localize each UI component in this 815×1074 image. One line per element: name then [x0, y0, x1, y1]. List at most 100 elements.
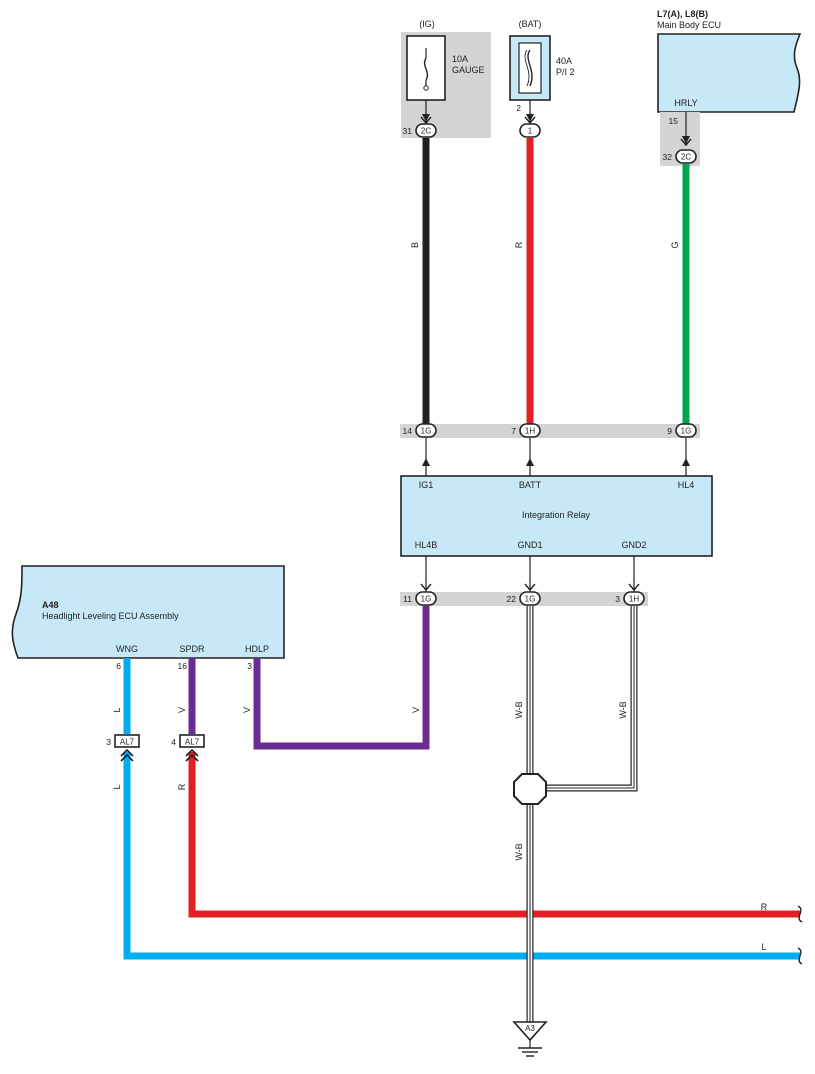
connector-id: 1H	[525, 427, 535, 436]
connector-relay-hl4: 1G 9	[667, 423, 697, 438]
headlight-ecu-box	[11, 565, 285, 659]
main-body-ecu: L7(A), L8(B) Main Body ECU HRLY 15	[657, 9, 802, 166]
main-body-ecu-name: Main Body ECU	[657, 20, 721, 30]
wire-color-ig: B	[410, 242, 420, 248]
wire-color-spdr-lower: R	[177, 783, 187, 790]
ground-point: A3	[512, 1021, 548, 1057]
relay-terminal-hl4b: HL4B	[415, 540, 438, 550]
arrow-down-icon	[526, 114, 534, 122]
connector-pin: 32	[663, 152, 673, 162]
connector-relay-hl4b: 1G 11	[403, 583, 437, 606]
arrow-down-icon	[524, 583, 536, 592]
headlight-ecu-pin-hdlp: 3	[247, 661, 252, 671]
wire-break-icon	[797, 905, 803, 923]
wire-break-icon	[797, 947, 803, 965]
headlight-ecu-ref: A48	[42, 600, 59, 610]
headlight-leveling-ecu: A48 Headlight Leveling ECU Assembly WNG …	[11, 565, 285, 671]
arrow-up-icon	[526, 458, 534, 466]
connector-pin: 4	[171, 737, 176, 747]
arrow-down-icon	[420, 583, 432, 592]
main-body-ecu-box	[657, 33, 802, 113]
connector-id: 1H	[629, 595, 639, 604]
connector-id: AL7	[120, 738, 135, 747]
relay-name: Integration Relay	[522, 510, 591, 520]
arrow-up-icon	[682, 458, 690, 466]
connector-id: 1G	[525, 595, 536, 604]
wire-r-spdr-lower	[188, 752, 800, 918]
wire-color-wng-lower: L	[112, 784, 122, 789]
connector-bat-fuse: 1	[519, 114, 541, 138]
connector-id: 1G	[421, 595, 432, 604]
wire-color-out-l: L	[761, 942, 766, 952]
arrow-down-icon	[682, 136, 690, 144]
wire-color-hl4b: V	[411, 707, 421, 713]
connector-pin: 14	[403, 426, 413, 436]
wire-v-hdlp-hl4b	[253, 606, 430, 750]
connector-id: AL7	[185, 738, 200, 747]
wire-color-out-r: R	[761, 902, 768, 912]
relay-terminal-gnd1: GND1	[517, 540, 542, 550]
connector-id: 1G	[421, 427, 432, 436]
connector-pin: 3	[106, 737, 111, 747]
bat-fuse: (BAT) 40A P/I 2 2	[509, 19, 575, 122]
bat-fuse-rating: 40A	[556, 56, 572, 66]
arrow-down-icon	[628, 583, 640, 592]
connector-pin: 7	[511, 426, 516, 436]
wire-color-wng-upper: L	[112, 707, 122, 712]
connector-relay-gnd2: 1H 3	[615, 583, 645, 606]
fuse-element-icon	[423, 57, 429, 81]
ground-point-label: A3	[525, 1024, 535, 1033]
ground-triangle-icon	[512, 1021, 548, 1042]
integration-relay-box	[400, 475, 713, 557]
connector-pin: 3	[615, 594, 620, 604]
integration-relay: IG1 BATT HL4 Integration Relay HL4B GND1…	[400, 438, 713, 592]
main-body-ecu-pin: 15	[669, 116, 679, 126]
connector-id: 2C	[421, 127, 431, 136]
connector-pin: 11	[403, 594, 412, 604]
bat-source-label: (BAT)	[519, 19, 542, 29]
fusible-link-icon	[527, 49, 533, 87]
arrow-down-icon	[422, 114, 430, 122]
connector-pin: 9	[667, 426, 672, 436]
relay-terminal-ig1: IG1	[419, 480, 434, 490]
ig-fuse-name: GAUGE	[452, 65, 485, 75]
wire-color-gnd1: W-B	[514, 701, 524, 718]
connector-id: 1G	[681, 427, 692, 436]
main-body-ecu-ref: L7(A), L8(B)	[657, 9, 708, 19]
relay-terminal-gnd2: GND2	[621, 540, 646, 550]
connector-pin: 31	[403, 126, 413, 136]
wire-color-hdlp: V	[242, 707, 252, 713]
ground-junction-icon	[513, 773, 547, 805]
ig-source-label: (IG)	[419, 19, 435, 29]
main-body-ecu-terminal: HRLY	[674, 98, 697, 108]
headlight-ecu-pin-wng: 6	[116, 661, 121, 671]
chevron-up-icon	[185, 748, 199, 762]
connector-relay-gnd1: 1G 22	[507, 583, 541, 606]
connector-al7-spdr: AL7 4	[171, 734, 205, 762]
connector-relay-ig1: 1G 14	[403, 423, 437, 438]
ground-wires	[513, 606, 638, 1022]
headlight-ecu-terminal-wng: WNG	[116, 644, 138, 654]
headlight-ecu-name: Headlight Leveling ECU Assembly	[42, 611, 179, 621]
connector-ig-fuse: 2C 31	[403, 114, 437, 138]
wire-color-bat: R	[514, 241, 524, 248]
headlight-ecu-pin-spdr: 16	[178, 661, 188, 671]
chevron-up-icon	[120, 748, 134, 762]
wire-color-hl4: G	[670, 241, 680, 248]
connector-relay-batt: 1H 7	[511, 423, 541, 438]
bat-fuse-pin: 2	[516, 103, 521, 113]
ig-fuse: (IG) 10A GAUGE	[401, 19, 491, 138]
ig-fuse-rating: 10A	[452, 54, 468, 64]
wire-l-wng-lower	[123, 752, 800, 960]
relay-top-connector-band	[400, 424, 700, 438]
connector-id: 1	[528, 127, 533, 136]
connector-al7-wng: AL7 3	[106, 734, 140, 762]
headlight-ecu-terminal-hdlp: HDLP	[245, 644, 269, 654]
connector-id: 2C	[681, 153, 691, 162]
bat-fuse-name: P/I 2	[556, 67, 575, 77]
wire-color-spdr-upper: V	[177, 707, 187, 713]
arrow-up-icon	[422, 458, 430, 466]
connector-ecu-out: 2C 32	[663, 136, 697, 164]
